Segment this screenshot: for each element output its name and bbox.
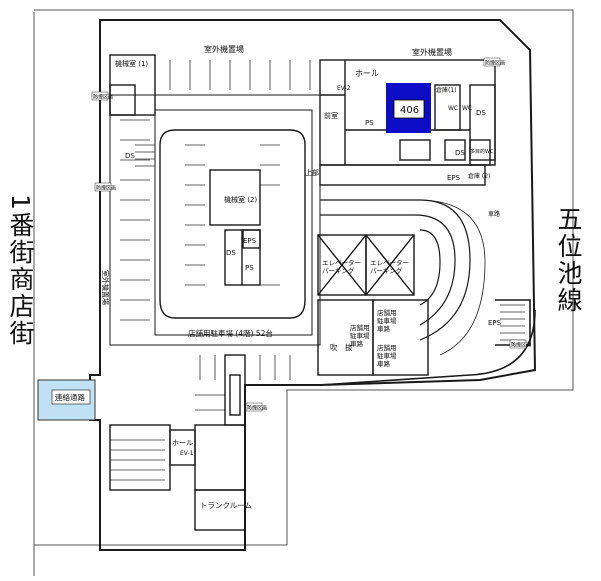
label-ds-left: DS	[125, 152, 135, 160]
label-unit-406: 406	[400, 105, 419, 116]
label-ev-top: EV-2	[337, 85, 351, 92]
stair-hatches	[110, 144, 525, 481]
label-ds-top: DS	[476, 109, 486, 117]
label-shop-parking-lane-3-text: 店舗用	[350, 323, 370, 332]
machine-room-2	[209, 169, 261, 286]
unit-406-label-box	[393, 99, 425, 119]
label-ds-center: DS	[226, 249, 236, 257]
label-shop-parking-lane-3-text-line-2: 駐車場	[350, 331, 370, 340]
elevator-parking-block	[317, 234, 429, 376]
label-shop-parking-lane-3: 店舗用駐車場車路	[350, 323, 370, 348]
connecting-passage-label-box	[51, 389, 91, 405]
label-elevator-parking-1: エレベーターパーキング	[322, 258, 361, 275]
label-wc-1: WC	[448, 105, 458, 112]
bottom-core	[109, 354, 246, 531]
label-elevator-parking-1-text-line-2: パーキング	[322, 266, 355, 275]
parking-loop	[109, 94, 321, 346]
site-boundary	[33, 9, 574, 576]
label-front-room: 前室	[324, 111, 338, 120]
label-ev-bottom: EV-1	[180, 450, 194, 457]
label-shop-parking-lane-3-text-line-3: 車路	[350, 339, 364, 348]
label-upper: 上部	[305, 168, 319, 177]
label-elevator-parking-2: エレベーターパーキング	[370, 258, 409, 275]
tag-smoke-5: 防煙区画	[485, 60, 505, 67]
label-void: 吹 抜	[330, 342, 353, 352]
label-outdoor-unit-top-right: 室外機置場	[412, 47, 452, 57]
tag-smoke-4: 防煙区画	[511, 342, 531, 349]
label-ps-center: PS	[245, 264, 254, 272]
label-vertical-roads: 車路	[488, 210, 500, 218]
tag-smoke-2: 防煙区画	[96, 185, 116, 192]
label-storage-1: 倉庫(1)	[436, 86, 457, 94]
label-wc-2: WC	[462, 105, 472, 112]
tag-smoke-1: 防煙区画	[93, 94, 113, 101]
label-shop-parking-lane-1-text: 店舗用	[377, 308, 397, 317]
label-outdoor-unit-top-left: 室外機置場	[204, 44, 244, 54]
label-shop-parking-lane-2-text-line-3: 車路	[377, 359, 391, 368]
label-elevator-parking-2-text-line-2: パーキング	[370, 266, 403, 275]
label-ps-top: PS	[365, 119, 374, 127]
label-machine-room-1: 機械室 (1)	[115, 59, 148, 68]
label-elevator-parking-2-text: エレベーター	[370, 258, 409, 267]
ramp	[320, 199, 486, 356]
street-label-right: 五位池線	[554, 206, 583, 314]
label-shop-parking-lane-1-text-line-2: 駐車場	[377, 316, 397, 325]
label-shop-parking-lane-1: 店舗用駐車場車路	[377, 308, 397, 333]
label-eps-right: EPS	[488, 319, 502, 327]
label-shop-parking-lane-2-text: 店舗用	[377, 343, 397, 352]
label-hall-top: ホール	[355, 69, 379, 78]
label-shop-parking-main: 店舗用駐車場 (4階) 52台	[188, 328, 273, 338]
label-shop-parking-lane-2: 店舗用駐車場車路	[377, 343, 397, 368]
label-hall-bottom: ホール	[172, 439, 193, 447]
label-trunk-room: トランクルーム	[200, 501, 252, 510]
label-shop-parking-lane-2-text-line-2: 駐車場	[377, 351, 397, 360]
label-storage-multi: 多目的WC	[470, 148, 494, 155]
street-label-left: 1番街商店街	[6, 193, 35, 347]
label-storage-2: 倉庫 (2)	[468, 172, 490, 180]
label-eps-top: EPS	[447, 174, 461, 182]
label-connecting-passage: 連絡通路	[55, 392, 85, 402]
tag-smoke-3: 防煙区画	[247, 405, 267, 412]
parking-stalls	[120, 60, 311, 426]
label-ds-right: DS	[455, 149, 465, 157]
label-eps-center: EPS	[243, 237, 257, 245]
label-machine-room-2: 機械室 (2)	[224, 195, 257, 204]
label-shop-parking-lane-1-text-line-3: 車路	[377, 324, 391, 333]
label-outdoor-unit-left: 室外機置場	[101, 270, 110, 305]
machine-room-1	[109, 54, 156, 116]
label-elevator-parking-1-text: エレベーター	[322, 258, 361, 267]
